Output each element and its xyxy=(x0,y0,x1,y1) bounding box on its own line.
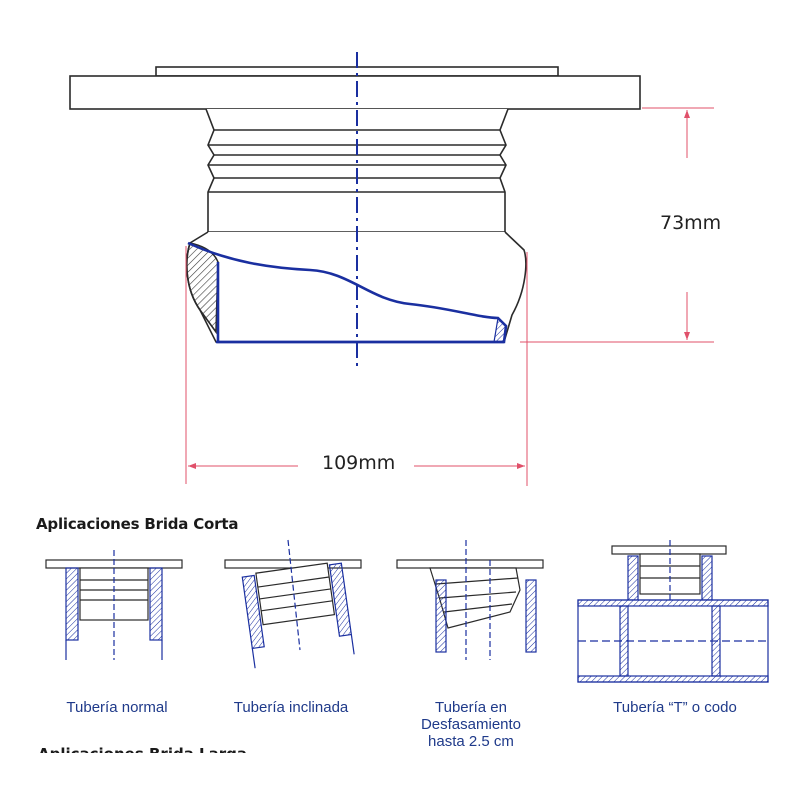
caption-normal-pipe: Tubería normal xyxy=(66,699,168,716)
application-offset-diagram xyxy=(396,540,544,660)
main-flange-drawing xyxy=(69,66,641,344)
pipe-seal-line xyxy=(187,241,508,344)
hatched-section-left xyxy=(186,242,219,335)
application-tee-diagram xyxy=(577,540,769,683)
section-title: Aplicaciones Brida Corta xyxy=(36,515,239,533)
caption-offset-pipe: Tubería en Desfasamiento hasta 2.5 cm xyxy=(420,699,522,750)
width-dimension-label: 109mm xyxy=(322,452,396,474)
cut-off-heading: Aplicaciones Brida Larga xyxy=(38,745,247,753)
dimension-lines xyxy=(185,107,714,486)
caption-inclined-pipe: Tubería inclinada xyxy=(233,699,349,716)
caption-tee-pipe: Tubería “T” o codo xyxy=(613,699,737,716)
flange-plate xyxy=(69,75,641,110)
height-dimension-label: 73mm xyxy=(660,212,722,234)
application-normal-diagram xyxy=(45,550,183,660)
application-inclined-diagram xyxy=(224,539,362,669)
